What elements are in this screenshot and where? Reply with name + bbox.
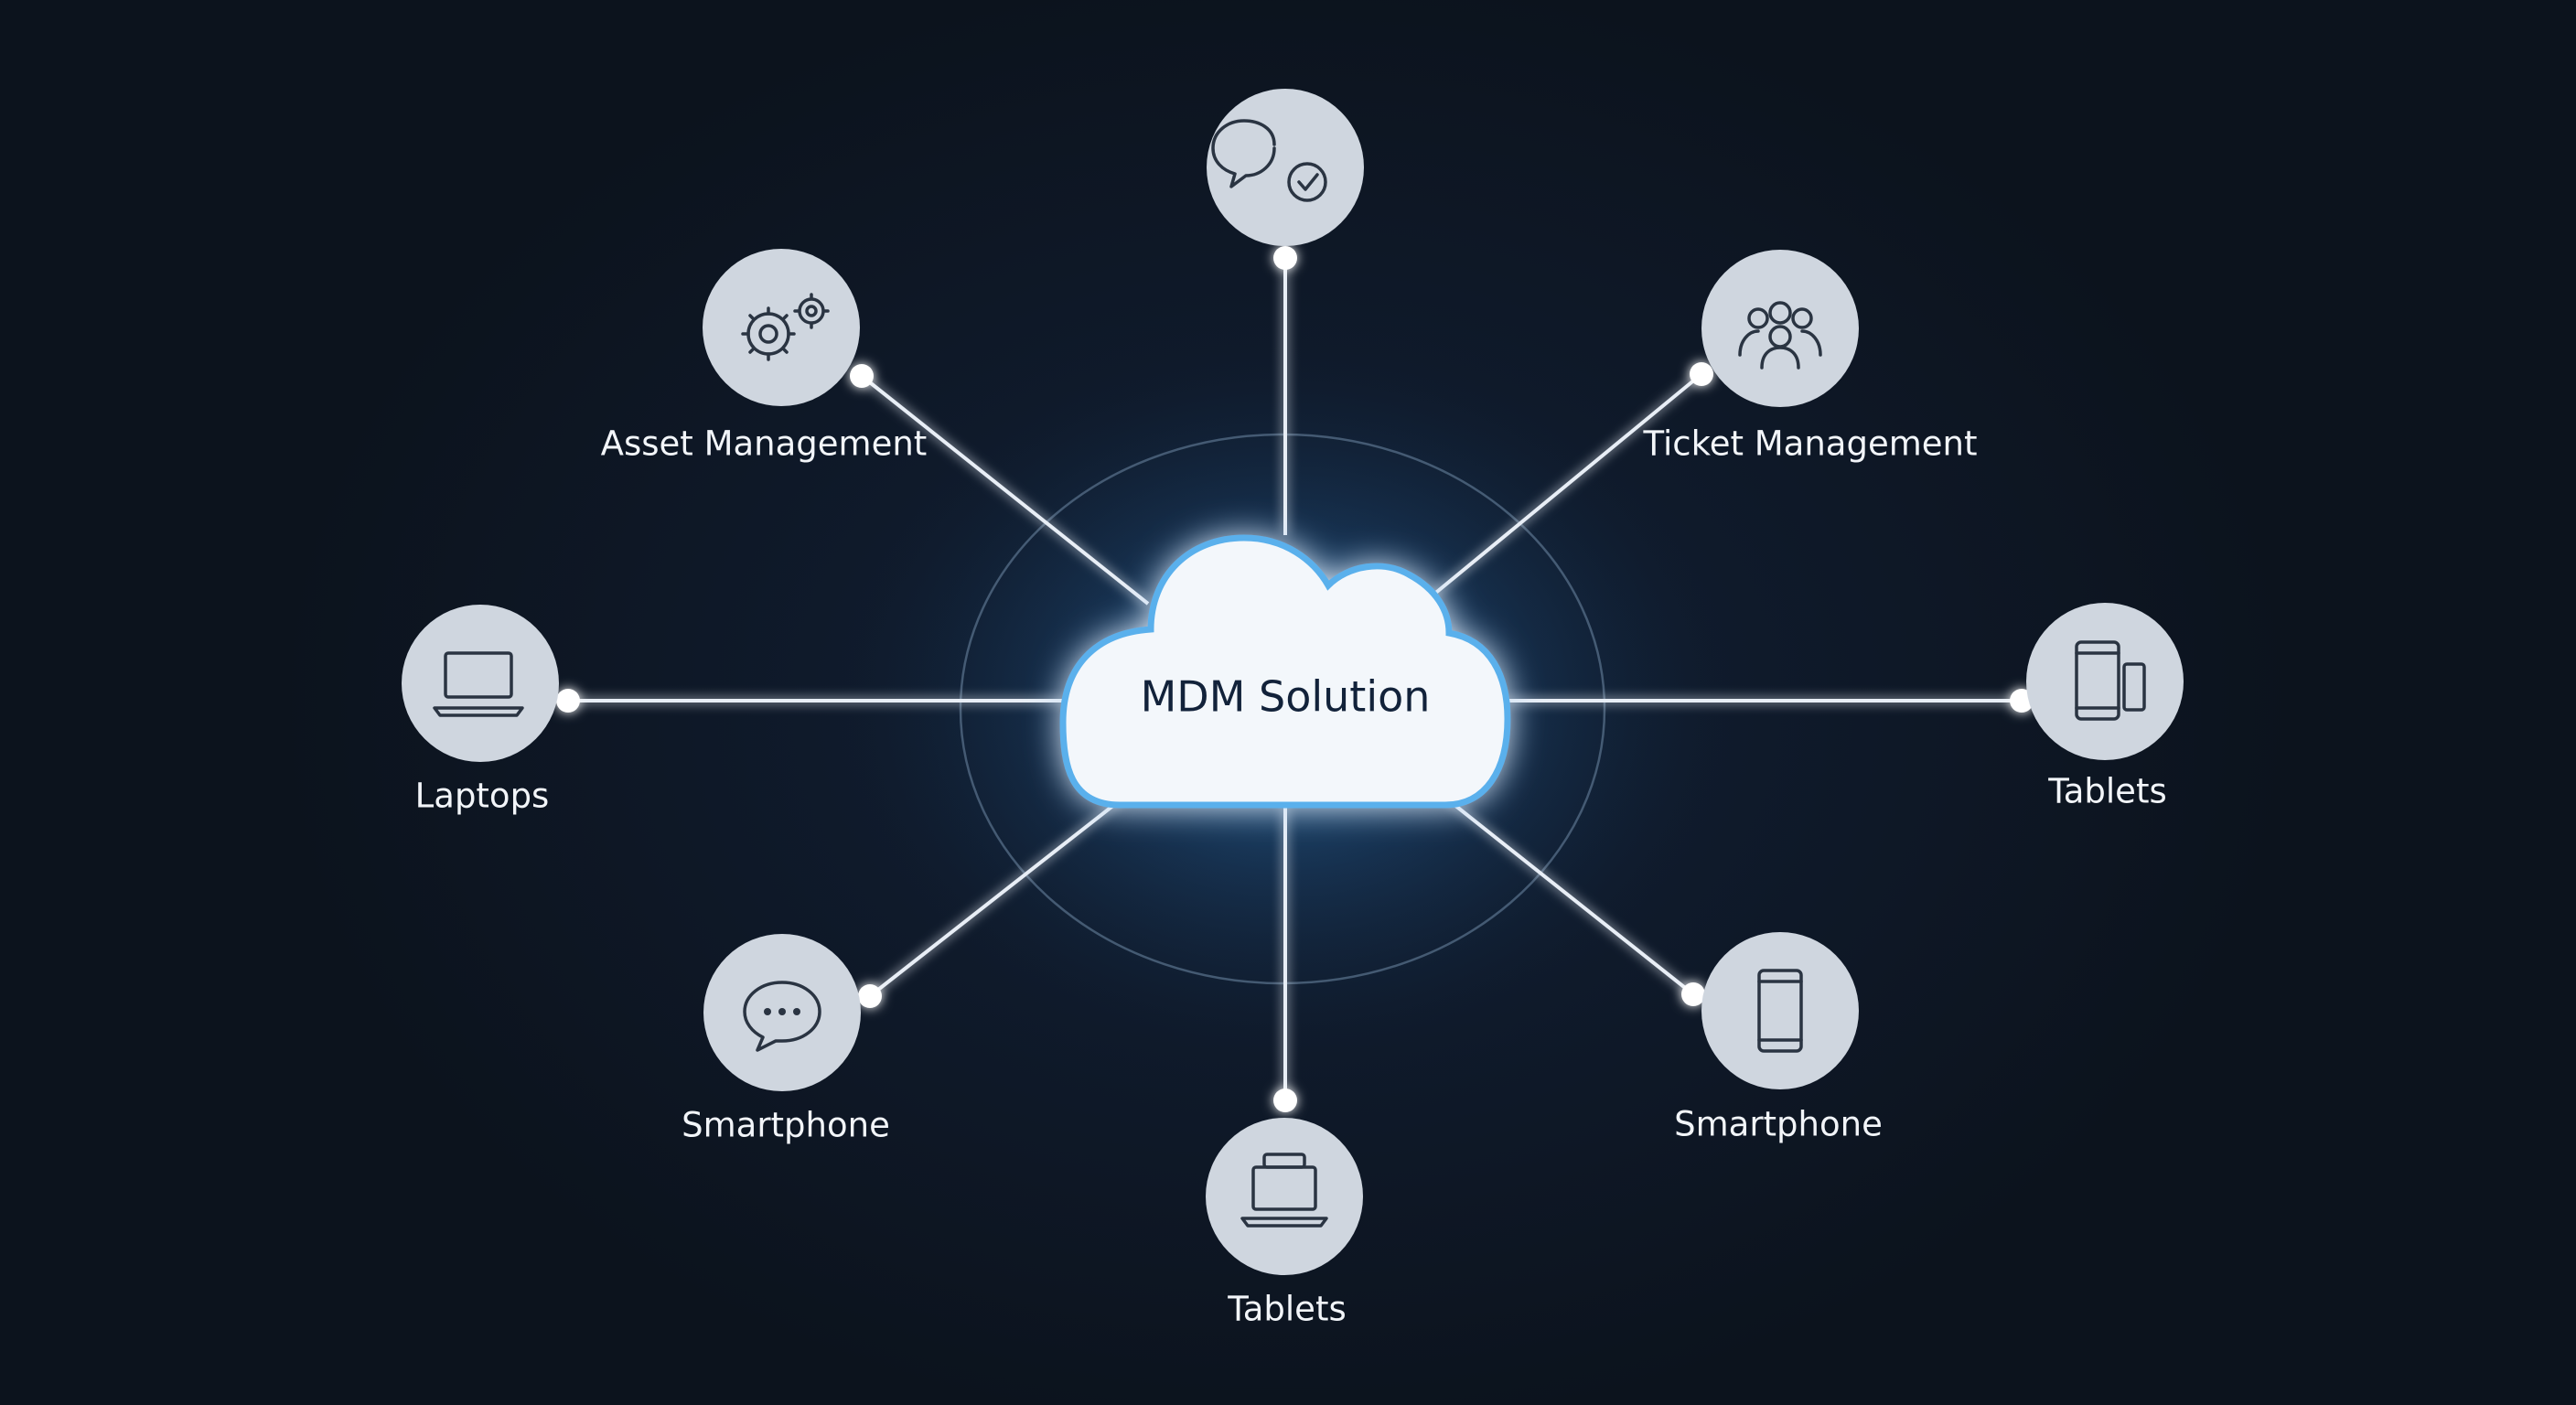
- connector-lines: [568, 258, 2022, 1100]
- connector-dots: [556, 246, 2034, 1112]
- node-smartphone-left[interactable]: Smartphone: [682, 934, 890, 1145]
- dot-support: [1273, 246, 1297, 270]
- node-circle: [1207, 89, 1364, 246]
- node-label-tablets-right: Tablets: [2047, 772, 2166, 811]
- cloud-icon: [1059, 534, 1511, 809]
- node-circle: [1701, 250, 1859, 407]
- laptop-tablet-icon: [1240, 1153, 1328, 1228]
- node-circle: [2026, 603, 2184, 760]
- node-label-smartphone-left: Smartphone: [682, 1106, 890, 1145]
- node-label-asset-management: Asset Management: [601, 424, 928, 464]
- connector-ticket-management: [1421, 372, 1703, 606]
- gears-icon: [741, 293, 830, 361]
- dot-asset-management: [850, 364, 874, 388]
- center-title: MDM Solution: [1141, 672, 1431, 722]
- node-laptops[interactable]: Laptops: [402, 605, 559, 816]
- center-cloud[interactable]: MDM Solution: [1059, 534, 1511, 809]
- dot-smartphone-left: [858, 984, 882, 1008]
- node-label-smartphone-right: Smartphone: [1674, 1105, 1883, 1144]
- people-group-icon: [1738, 301, 1822, 370]
- node-support[interactable]: [1207, 89, 1364, 246]
- node-tablets-right[interactable]: Tablets: [2026, 603, 2184, 811]
- node-label-ticket-management: Ticket Management: [1643, 424, 1978, 464]
- node-tablets-bottom[interactable]: Tablets: [1206, 1118, 1363, 1329]
- node-label-tablets-bottom: Tablets: [1227, 1290, 1346, 1329]
- connector-smartphone-right: [1444, 796, 1695, 996]
- dot-smartphone-right: [1681, 982, 1705, 1006]
- node-label-laptops: Laptops: [415, 777, 550, 816]
- dot-laptops: [556, 689, 580, 713]
- node-asset-management[interactable]: Asset Management: [601, 249, 928, 464]
- orbit-ring: [959, 433, 1606, 985]
- chat-check-icon: [1211, 119, 1327, 202]
- chat-bubble-icon: [743, 981, 821, 1052]
- node-circle: [402, 605, 559, 762]
- node-circle: [1701, 932, 1859, 1089]
- tablet-phone-icon: [2075, 640, 2146, 721]
- node-ticket-management[interactable]: Ticket Management: [1643, 250, 1978, 464]
- node-smartphone-right[interactable]: Smartphone: [1674, 932, 1883, 1144]
- connector-asset-management: [860, 374, 1150, 606]
- dot-tablets-bottom: [1273, 1089, 1297, 1112]
- dot-ticket-management: [1690, 362, 1713, 386]
- node-circle: [703, 249, 860, 406]
- laptop-icon: [433, 651, 524, 717]
- smartphone-icon: [1757, 969, 1803, 1053]
- node-circle: [1206, 1118, 1363, 1275]
- connector-smartphone-left: [868, 796, 1125, 998]
